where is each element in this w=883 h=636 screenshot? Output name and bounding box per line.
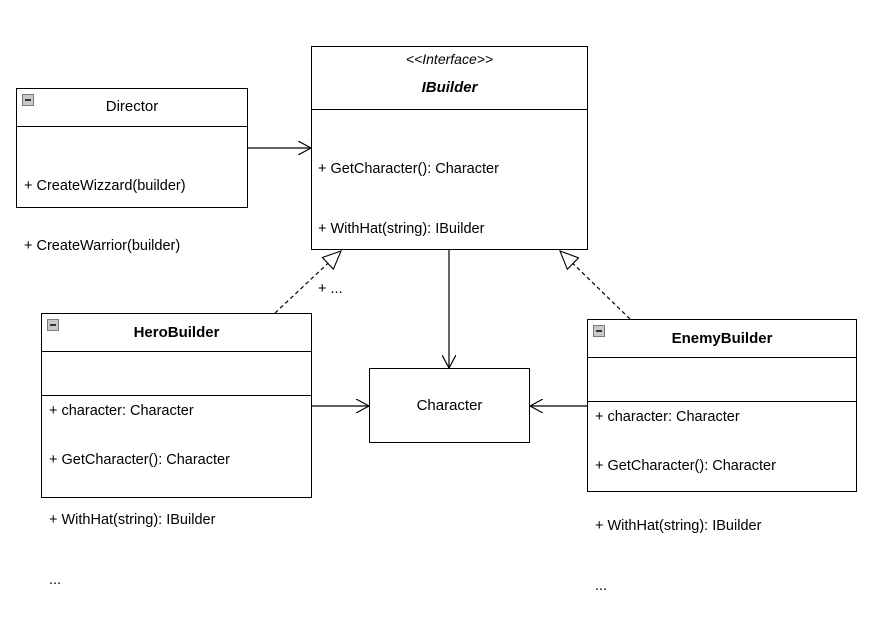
herobuilder-class-name: HeroBuilder bbox=[133, 324, 220, 341]
herobuilder-method: + GetCharacter(): Character bbox=[49, 452, 230, 468]
enemybuilder-separator bbox=[588, 357, 856, 358]
enemybuilder-fields: + character: Character bbox=[595, 367, 740, 467]
collapse-icon[interactable] bbox=[47, 319, 59, 331]
collapse-icon[interactable] bbox=[22, 94, 34, 106]
ibuilder-interface[interactable]: <<Interface>> IBuilder + GetCharacter():… bbox=[311, 46, 588, 297]
connectors bbox=[248, 0, 631, 518]
ibuilder-method: + ... bbox=[318, 281, 343, 297]
ibuilder-interface-name: IBuilder bbox=[421, 79, 478, 96]
enemybuilder-method: ... bbox=[595, 578, 608, 594]
herobuilder-method: ... bbox=[49, 572, 62, 588]
enemybuilder-methods: + GetCharacter(): Character + WithHat(st… bbox=[595, 416, 776, 636]
director-separator bbox=[17, 126, 247, 127]
ibuilder-method: + WithHat(string): IBuilder bbox=[318, 221, 485, 237]
collapse-icon[interactable] bbox=[593, 325, 605, 337]
herobuilder-separator bbox=[42, 395, 311, 396]
herobuilder-method: + WithHat(string): IBuilder bbox=[49, 512, 216, 528]
ibuilder-stereotype: <<Interface>> bbox=[405, 51, 494, 67]
enemybuilder-class-name: EnemyBuilder bbox=[671, 330, 773, 347]
herobuilder-methods: + GetCharacter(): Character + WithHat(st… bbox=[49, 410, 230, 630]
director-method: + CreateWizzard(builder) bbox=[24, 178, 186, 194]
enemybuilder-separator bbox=[588, 401, 856, 402]
herobuilder-fields: + character: Character bbox=[49, 361, 194, 461]
director-methods: + CreateWizzard(builder) + CreateWarrior… bbox=[24, 136, 186, 296]
enemybuilder-field: + character: Character bbox=[595, 409, 740, 425]
herobuilder-realizes-ibuilder bbox=[274, 250, 342, 314]
character-class-name: Character bbox=[416, 397, 483, 414]
director-class[interactable]: Director + CreateWizzard(builder) + Crea… bbox=[16, 88, 248, 254]
herobuilder-separator bbox=[42, 351, 311, 352]
director-method: + CreateWarrior(builder) bbox=[24, 238, 181, 254]
enemybuilder-method: + GetCharacter(): Character bbox=[595, 458, 776, 474]
director-class-name: Director bbox=[105, 98, 159, 115]
ibuilder-method: + GetCharacter(): Character bbox=[318, 161, 499, 177]
herobuilder-field: + character: Character bbox=[49, 403, 194, 419]
enemybuilder-method: + WithHat(string): IBuilder bbox=[595, 518, 762, 534]
ibuilder-methods: + GetCharacter(): Character + WithHat(st… bbox=[318, 119, 499, 339]
enemybuilder-realizes-ibuilder bbox=[559, 250, 631, 320]
enemybuilder-class[interactable]: EnemyBuilder + character: Character + Ge… bbox=[587, 319, 857, 594]
herobuilder-class[interactable]: HeroBuilder + character: Character + Get… bbox=[41, 313, 312, 588]
ibuilder-separator bbox=[312, 109, 587, 110]
character-class[interactable]: Character bbox=[369, 368, 530, 443]
